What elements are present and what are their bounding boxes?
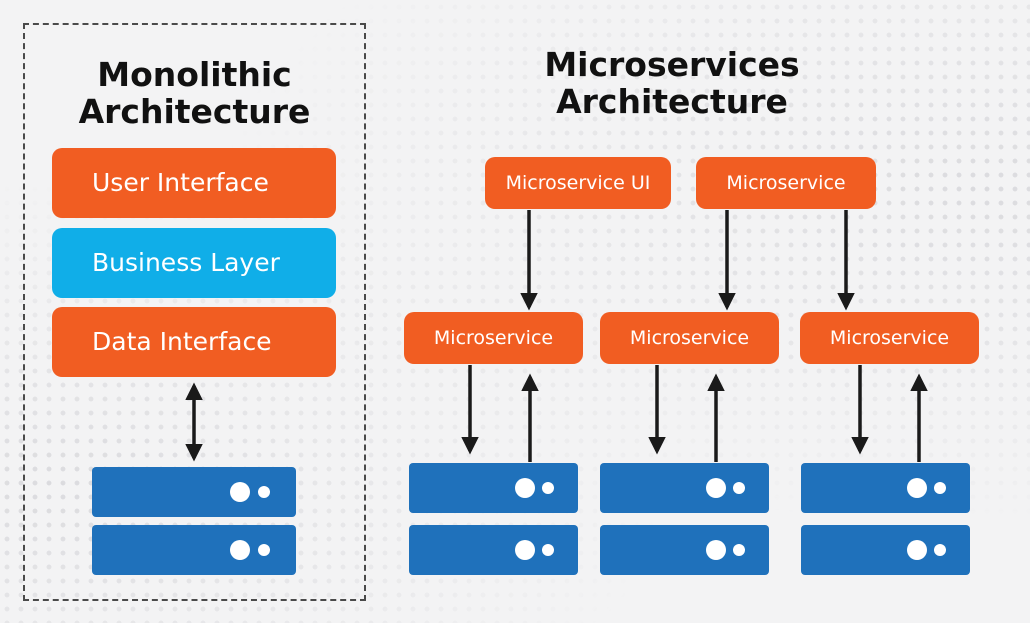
layer-user-interface: User Interface xyxy=(52,148,336,218)
monolithic-frame xyxy=(23,23,366,601)
microservice-box-1: Microservice xyxy=(404,312,583,364)
layer-data-interface: Data Interface xyxy=(52,307,336,377)
database-ms2-bottom xyxy=(600,525,769,575)
microservice-top-box: Microservice xyxy=(696,157,876,209)
database-ms2-top xyxy=(600,463,769,513)
microservices-title: Microservices Architecture xyxy=(544,45,800,121)
microservice-ui-box: Microservice UI xyxy=(485,157,671,209)
microservice-box-3: Microservice xyxy=(800,312,979,364)
database-ms3-top xyxy=(801,463,970,513)
monolithic-title: Monolithic Architecture xyxy=(78,55,311,131)
database-ms1-top xyxy=(409,463,578,513)
layer-business: Business Layer xyxy=(52,228,336,298)
database-ms3-bottom xyxy=(801,525,970,575)
microservice-box-2: Microservice xyxy=(600,312,779,364)
database-mono-top xyxy=(92,467,296,517)
database-mono-bottom xyxy=(92,525,296,575)
database-ms1-bottom xyxy=(409,525,578,575)
